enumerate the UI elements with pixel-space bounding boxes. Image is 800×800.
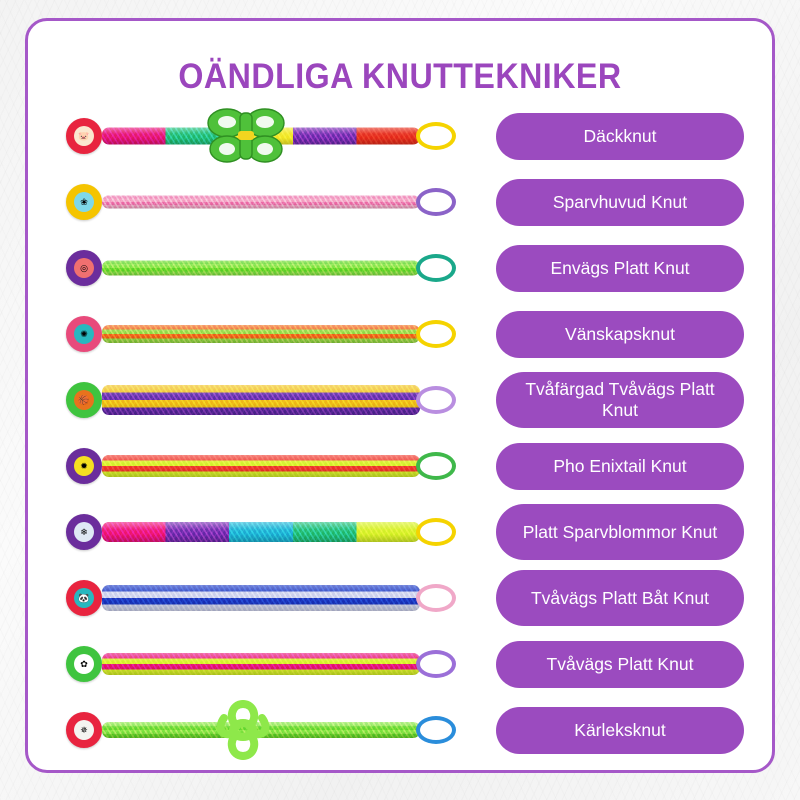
- knot-name-label: Kärleksknut: [574, 719, 666, 740]
- page-title: OÄNDLIGA KNUTTEKNIKER: [178, 57, 622, 96]
- charm-glyph: ✺: [73, 323, 95, 345]
- bracelet-band: [102, 455, 420, 477]
- bracelet-row: ✹: [28, 433, 471, 499]
- bracelet-row: ❀: [28, 169, 471, 235]
- weave-texture: [102, 455, 420, 477]
- charm-glyph: 🏀: [73, 389, 95, 411]
- bracelet-loop: [416, 122, 456, 150]
- knot-name-pill[interactable]: Vänskapsknut: [496, 310, 744, 358]
- bracelet-band: [102, 325, 420, 343]
- bracelet-band: [102, 722, 420, 738]
- band-shading: [102, 653, 420, 675]
- knot-name-label: Envägs Platt Knut: [550, 257, 690, 278]
- bracelet-row: ✿: [28, 631, 471, 697]
- band-shading: [102, 455, 420, 477]
- knot-name-pill[interactable]: Tvåvägs Platt Knut: [496, 640, 744, 688]
- band-shading: [102, 585, 420, 611]
- band-shading: [102, 385, 420, 415]
- weave-texture: [102, 585, 420, 611]
- crystal-charm: ❄: [66, 514, 102, 550]
- knot-name-label: Vänskapsknut: [565, 323, 675, 344]
- knot-name-label: Tvåvägs Platt Knut: [546, 653, 694, 674]
- knot-name-label: Däckknut: [583, 125, 657, 146]
- bracelet-band: [102, 585, 420, 611]
- charm-glyph: ❄: [73, 521, 95, 543]
- weave-texture: [102, 653, 420, 675]
- bracelet-row: 🏀: [28, 367, 471, 433]
- butterfly-ornament: [205, 105, 287, 167]
- charm-glyph: ◎: [73, 257, 95, 279]
- bracelet-loop: [416, 188, 456, 216]
- knot-name-pill[interactable]: Tvåvägs Platt Båt Knut: [496, 570, 744, 626]
- bracelet-row: ❄: [28, 499, 471, 565]
- bracelet-loop: [416, 386, 456, 414]
- bracelet-row: ✵: [28, 697, 471, 763]
- band-shading: [102, 260, 420, 276]
- weave-texture: [102, 260, 420, 276]
- product-card: OÄNDLIGA KNUTTEKNIKER 🐷 ❀ ◎ ✺ 🏀 ✹ ❄ 🐼 ✿ ✵ Däckknu…: [25, 18, 775, 773]
- knot-name-pill[interactable]: Envägs Platt Knut: [496, 244, 744, 292]
- bracelet-loop: [416, 518, 456, 546]
- charm-glyph: 🐼: [73, 587, 95, 609]
- bracelet-band: [102, 260, 420, 276]
- spiral-charm: ◎: [66, 250, 102, 286]
- bracelet-row: 🐷: [28, 103, 471, 169]
- bracelet-loop: [416, 716, 456, 744]
- charm-glyph: ✵: [73, 719, 95, 741]
- bracelet-band: [102, 522, 420, 542]
- knot-name-label: Pho Enixtail Knut: [553, 455, 687, 476]
- band-shading: [102, 195, 420, 209]
- panda-charm: 🐼: [66, 580, 102, 616]
- knot-name-label: Sparvhuvud Knut: [552, 191, 688, 212]
- knot-name-pill[interactable]: Pho Enixtail Knut: [496, 442, 744, 490]
- flower-charm: ❀: [66, 184, 102, 220]
- basketball-charm: 🏀: [66, 382, 102, 418]
- band-shading: [102, 325, 420, 343]
- bracelet-loop: [416, 320, 456, 348]
- bracelet-row: ✺: [28, 301, 471, 367]
- knot-name-label: Platt Sparvblommor Knut: [522, 521, 718, 542]
- knot-name-label: Tvåvägs Platt Båt Knut: [530, 587, 709, 608]
- flower-knot-ornament: [206, 692, 280, 768]
- knot-name-pill[interactable]: Platt Sparvblommor Knut: [496, 504, 744, 560]
- knot-name-pill[interactable]: Sparvhuvud Knut: [496, 178, 744, 226]
- charm-glyph: ✿: [73, 653, 95, 675]
- pinwheel-charm: ✹: [66, 448, 102, 484]
- bracelet-loop: [416, 584, 456, 612]
- mandala-charm: ✺: [66, 316, 102, 352]
- charm-glyph: ❀: [73, 191, 95, 213]
- bracelet-loop: [416, 650, 456, 678]
- knot-name-pill[interactable]: Tvåfärgad Tvåvägs Platt Knut: [496, 372, 744, 428]
- bracelet-band: [102, 385, 420, 415]
- band-shading: [102, 522, 420, 542]
- bracelet-band: [102, 653, 420, 675]
- charm-glyph: 🐷: [73, 125, 95, 147]
- bracelet-row: 🐼: [28, 565, 471, 631]
- knot-name-label: Tvåfärgad Tvåvägs Platt Knut: [525, 379, 715, 420]
- bracelet-band: [102, 195, 420, 209]
- charm-glyph: ✹: [73, 455, 95, 477]
- knot-name-pill[interactable]: Däckknut: [496, 112, 744, 160]
- bracelet-loop: [416, 452, 456, 480]
- compass-charm: ✵: [66, 712, 102, 748]
- bracelet-row: ◎: [28, 235, 471, 301]
- pig-charm: 🐷: [66, 118, 102, 154]
- weave-texture: [102, 522, 420, 542]
- knot-name-pill[interactable]: Kärleksknut: [496, 706, 744, 754]
- bracelet-loop: [416, 254, 456, 282]
- weave-texture: [102, 325, 420, 343]
- weave-texture: [102, 195, 420, 209]
- sticker-charm: ✿: [66, 646, 102, 682]
- weave-texture: [102, 385, 420, 415]
